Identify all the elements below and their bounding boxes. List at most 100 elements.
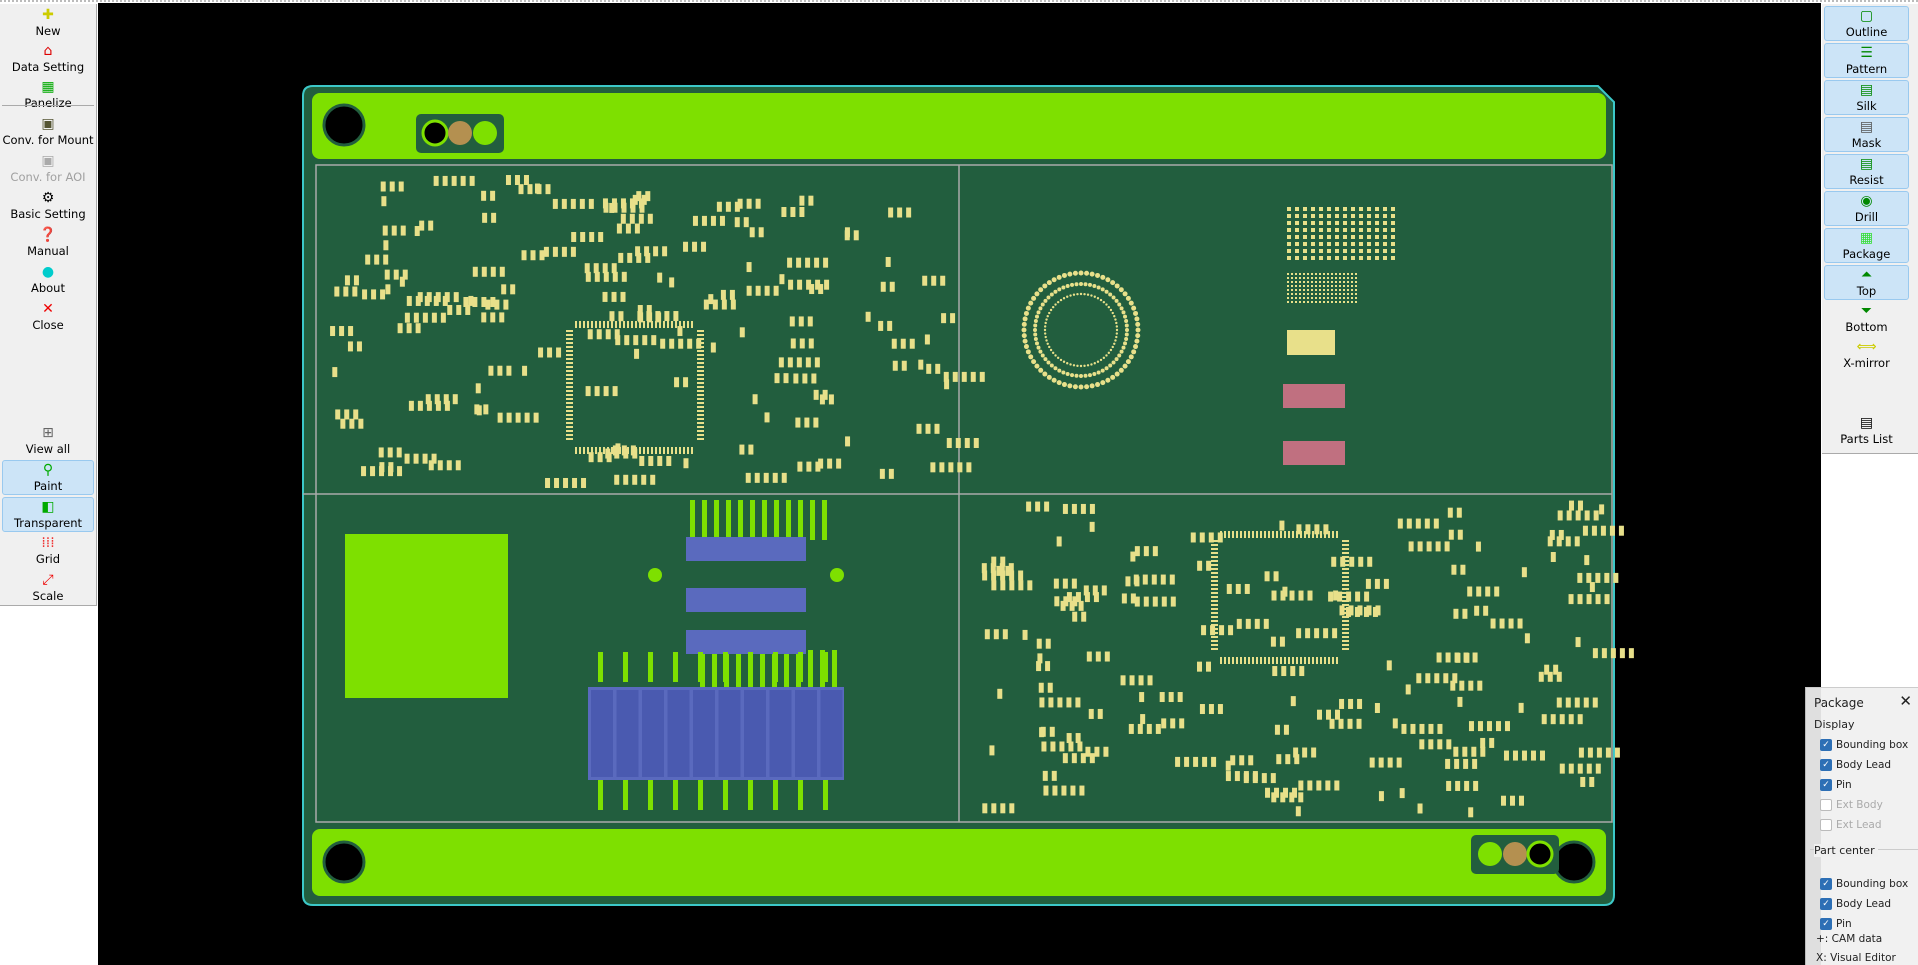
pad (1076, 292, 1079, 296)
checkbox-ext-lead[interactable]: Ext Lead (1820, 817, 1882, 833)
new-button[interactable]: ✚New (2, 6, 94, 41)
checkbox-box[interactable]: ✓ (1820, 918, 1832, 930)
data-setting-button[interactable]: ⌂Data Setting (2, 42, 94, 77)
pad (1236, 618, 1242, 629)
mask-button[interactable]: ▤Mask (1824, 117, 1909, 152)
close-button[interactable]: ✕Close (2, 300, 94, 335)
pad (1311, 285, 1313, 287)
pad (1295, 228, 1299, 232)
pad (566, 334, 573, 336)
pad (1211, 592, 1218, 594)
parts-list-button[interactable]: ▤Parts List (1824, 414, 1909, 449)
conv-for-mount-button[interactable]: ▣Conv. for Mount (2, 115, 94, 150)
about-button[interactable]: ●About (2, 263, 94, 298)
pad (939, 462, 945, 473)
checkbox-box[interactable]: ✓ (1820, 739, 1832, 751)
panelize-button[interactable]: ▦Panelize (2, 78, 94, 113)
pattern-button[interactable]: ☰Pattern (1824, 43, 1909, 78)
bottom-button[interactable]: ⏷Bottom (1824, 302, 1909, 337)
paint-button[interactable]: ⚲Paint (2, 460, 94, 495)
basic-setting-button[interactable]: ⚙Basic Setting (2, 189, 94, 224)
pad (1363, 606, 1369, 617)
drill-button[interactable]: ◉Drill (1824, 191, 1909, 226)
pad (506, 412, 512, 423)
checkbox-box[interactable] (1820, 819, 1832, 831)
pad (1009, 580, 1015, 591)
pad (1109, 348, 1113, 352)
pad (1619, 648, 1625, 659)
checkbox-body-lead[interactable]: ✓Body Lead (1820, 896, 1891, 912)
checkbox-box[interactable]: ✓ (1820, 878, 1832, 890)
pad (383, 240, 389, 251)
pad (638, 312, 644, 323)
resist-button[interactable]: ▤Resist (1824, 154, 1909, 189)
transparent-button[interactable]: ◧Transparent (2, 497, 94, 532)
pad (561, 198, 567, 209)
new-file-icon: ✚ (42, 7, 54, 23)
checkbox-box[interactable]: ✓ (1820, 759, 1832, 771)
scale-button[interactable]: ⤢Scale (2, 571, 94, 606)
checkbox-box[interactable] (1820, 799, 1832, 811)
pad (1263, 618, 1269, 629)
pad (1049, 308, 1053, 312)
x-mirror-button[interactable]: ⟺X-mirror (1824, 338, 1909, 373)
pad (442, 175, 448, 186)
help-icon: ❓ (39, 227, 57, 243)
pad (645, 191, 651, 202)
pad (1319, 214, 1323, 218)
view-all-button[interactable]: ⊞View all (2, 424, 94, 459)
checkbox-box[interactable]: ✓ (1820, 898, 1832, 910)
pad (828, 394, 834, 405)
pad (1290, 666, 1296, 677)
pad (566, 338, 573, 340)
pad (631, 447, 633, 454)
pad (1089, 383, 1095, 389)
pad (1405, 684, 1411, 695)
checkbox-bounding-box[interactable]: ✓Bounding box (1820, 737, 1908, 753)
pad (1366, 605, 1372, 616)
silk-button[interactable]: ▤Silk (1824, 80, 1909, 115)
checkbox-pin[interactable]: ✓Pin (1820, 916, 1852, 932)
pad (1305, 628, 1311, 639)
pad (1053, 289, 1058, 294)
pad (1043, 298, 1048, 303)
pin (798, 652, 803, 682)
top-button[interactable]: ⏶Top (1824, 265, 1909, 300)
pad (1342, 592, 1349, 594)
pad (1339, 297, 1341, 299)
pad (631, 321, 633, 328)
pad (632, 194, 638, 205)
pcb-board[interactable] (98, 3, 1821, 965)
close-icon[interactable]: ✕ (1899, 692, 1912, 710)
pad (1296, 628, 1302, 639)
pad (1039, 697, 1045, 708)
pad (1151, 574, 1157, 585)
pad (1119, 306, 1124, 311)
pad (1059, 298, 1063, 302)
silk-icon: ▤ (1859, 82, 1874, 98)
pad (566, 362, 573, 364)
pad (1287, 221, 1291, 225)
package-button[interactable]: ▦Package (1824, 228, 1909, 263)
pcb-canvas[interactable] (98, 3, 1821, 965)
checkbox-body-lead[interactable]: ✓Body Lead (1820, 757, 1891, 773)
manual-button[interactable]: ❓Manual (2, 226, 94, 261)
pad (1288, 531, 1290, 538)
pad (657, 272, 663, 283)
pad (1490, 618, 1496, 629)
checkbox-box[interactable]: ✓ (1820, 779, 1832, 791)
pad (1445, 652, 1451, 663)
checkbox-pin[interactable]: ✓Pin (1820, 777, 1852, 793)
pad (446, 460, 452, 471)
pad (1295, 806, 1301, 817)
pad (1311, 256, 1315, 260)
pad (599, 447, 601, 454)
conv-for-aoi-button[interactable]: ▣Conv. for AOI (2, 152, 94, 187)
pad (1476, 586, 1482, 597)
pad (1034, 363, 1040, 369)
checkbox-ext-body[interactable]: Ext Body (1820, 797, 1883, 813)
pad (796, 357, 802, 368)
checkbox-bounding-box[interactable]: ✓Bounding box (1820, 876, 1908, 892)
grid-button[interactable]: ⁞⁞⁞Grid (2, 534, 94, 569)
outline-button[interactable]: ▢Outline (1824, 6, 1909, 41)
